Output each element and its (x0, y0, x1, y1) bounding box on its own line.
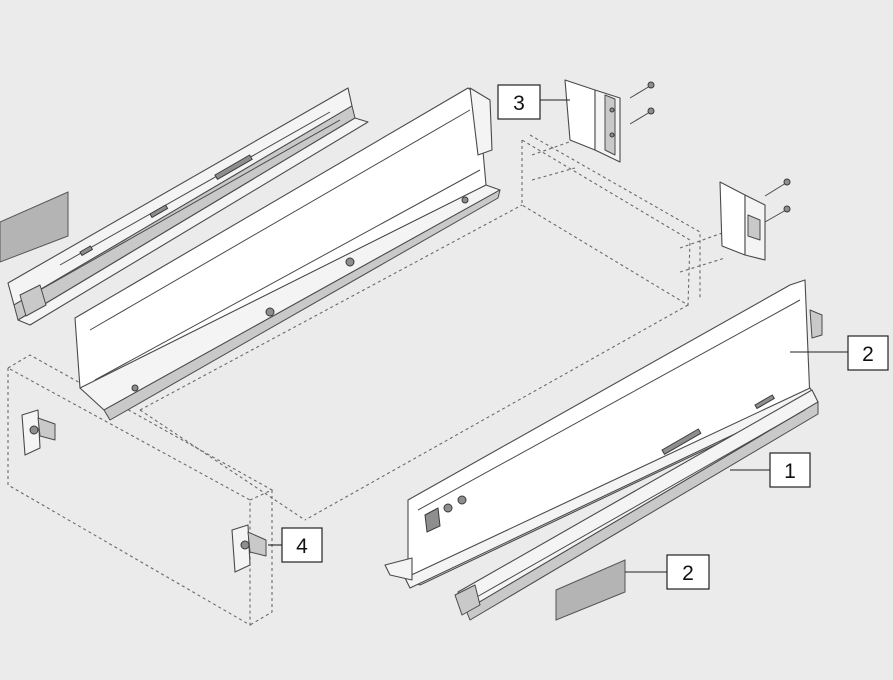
leader-lines (268, 99, 848, 573)
callout-3: 3 (497, 84, 541, 120)
rear-bracket-right (719, 181, 766, 261)
callout-3-label: 3 (513, 92, 525, 115)
callout-2-panel: 2 (847, 335, 889, 371)
front-fixing-left (21, 409, 56, 456)
cover-cap-right (555, 559, 626, 621)
phantom-drawer-outline (7, 134, 726, 626)
left-side-panel (74, 87, 501, 421)
callout-2-panel-label: 2 (862, 343, 874, 366)
callout-1: 1 (769, 452, 811, 488)
callout-2-cap: 2 (666, 554, 710, 590)
front-fixing-bracket (231, 524, 267, 573)
right-runner (454, 389, 819, 621)
rear-bracket-left (564, 79, 621, 163)
screw-icons (629, 81, 791, 223)
callout-4: 4 (281, 527, 323, 563)
callout-2-cap-label: 2 (682, 562, 694, 585)
callout-4-label: 4 (296, 535, 308, 558)
callout-1-label: 1 (784, 460, 796, 483)
cover-cap-left (0, 191, 69, 263)
right-side-panel (384, 279, 823, 589)
left-runner-rail (7, 87, 369, 326)
